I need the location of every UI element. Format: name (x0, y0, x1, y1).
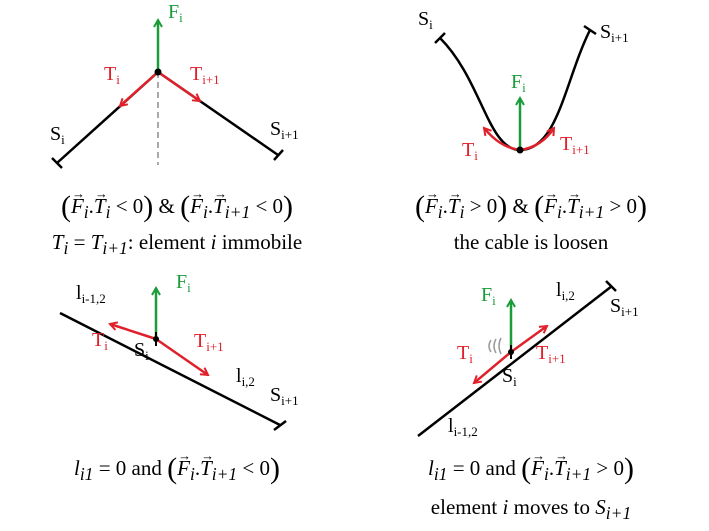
end-tick-right (583, 24, 597, 36)
label-l-cur: li,2 (236, 365, 255, 389)
end-tick-right (605, 280, 617, 292)
label-ti: Ti (457, 342, 473, 366)
ineq: < 0 (242, 456, 271, 480)
panel-loosen: Fi Ti Ti+1 Si Si+1 (418, 8, 629, 163)
caption-panel-3-line-1: li1 = 0 and (Fi.Ti+1 < 0) (0, 442, 354, 488)
cable-line (417, 285, 613, 437)
label-l-prev: li-1,2 (76, 282, 106, 306)
and-word: and (485, 456, 516, 480)
label-si1: Si+1 (270, 384, 299, 408)
label-fi: Fi (176, 271, 191, 295)
tension-arrow-ti1 (519, 128, 554, 152)
end-tick-right (273, 420, 287, 431)
ineq-1: < 0 (115, 194, 144, 218)
tension-arrow-ti (484, 128, 521, 152)
label-si1: Si+1 (270, 118, 299, 142)
label-fi: Fi (511, 71, 526, 95)
label-ti: Ti (92, 329, 108, 353)
tension-arrow-ti (474, 351, 512, 383)
tension-arrow-ti1 (510, 326, 547, 354)
label-si: Si (418, 8, 433, 32)
amp: & (158, 194, 175, 218)
label-l-prev: li-1,2 (448, 415, 478, 439)
label-si: Si (134, 339, 149, 363)
caption-panel-4-line-2: element i moves to Si+1 (430, 495, 632, 524)
panel-stopped: Fi Ti Ti+1 Si Si+1 li-1,2 li,2 (59, 271, 299, 431)
node-point (508, 349, 514, 355)
label-ti: Ti (462, 139, 478, 163)
caption-panel-4-line-1: li1 = 0 and (Fi.Ti+1 > 0) (354, 442, 708, 488)
panel-moving: Fi Ti Ti+1 Si Si+1 li-1,2 li,2 (417, 279, 639, 439)
label-fi: Fi (481, 284, 496, 308)
tension-arrow-ti1 (155, 337, 208, 375)
ineq: > 0 (596, 456, 625, 480)
ineq-2: < 0 (255, 194, 284, 218)
panel-immobile: Fi Ti Ti+1 Si Si+1 (50, 1, 299, 169)
label-ti1: Ti+1 (560, 133, 590, 157)
caption-panel-1-line-1: (Fi.Ti < 0) & (Fi.Ti+1 < 0) (0, 180, 354, 226)
end-tick-left (51, 157, 63, 169)
caption-panel-2-line-1: (Fi.Ti > 0) & (Fi.Ti+1 > 0) (354, 180, 708, 226)
node-point (153, 336, 159, 342)
motion-lines-icon (488, 337, 502, 355)
end-tick-left (434, 32, 446, 44)
tension-arrow-ti (110, 324, 157, 341)
label-l-cur: li,2 (556, 279, 575, 303)
label-si1: Si+1 (600, 21, 629, 45)
amp: & (512, 194, 529, 218)
end-tick-right (273, 149, 284, 161)
label-si: Si (502, 365, 517, 389)
label-ti1: Ti+1 (190, 63, 220, 87)
label-si: Si (50, 123, 65, 147)
ineq-1: > 0 (469, 194, 498, 218)
label-si1: Si+1 (610, 295, 639, 319)
label-ti1: Ti+1 (194, 330, 224, 354)
node-point (154, 68, 162, 76)
cable-line (59, 311, 281, 427)
caption-panel-2-line-2: the cable is loosen (453, 230, 609, 254)
tension-arrow-ti (120, 71, 159, 106)
label-ti1: Ti+1 (536, 342, 566, 366)
and-word: and (131, 456, 162, 480)
label-fi: Fi (168, 1, 183, 25)
label-ti: Ti (104, 63, 120, 87)
ineq-2: > 0 (609, 194, 638, 218)
node-point (516, 146, 524, 154)
tension-arrow-ti1 (157, 70, 200, 101)
caption-panel-1-line-2: Ti = Ti+1: element i immobile (51, 230, 303, 259)
